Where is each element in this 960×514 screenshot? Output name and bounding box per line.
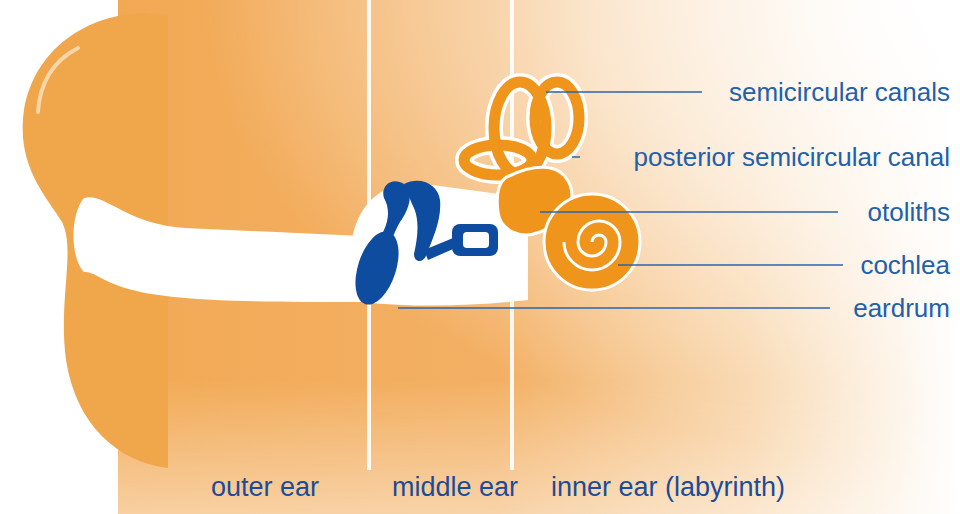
semicircular-canals bbox=[464, 82, 579, 175]
region-name: middle ear bbox=[392, 471, 518, 503]
cochlea-spiral bbox=[564, 221, 620, 270]
stapes-window bbox=[463, 232, 489, 248]
part-name: posterior semicircular canal bbox=[634, 141, 950, 173]
leader-line bbox=[546, 91, 702, 93]
part-name: otoliths bbox=[868, 196, 950, 228]
stapes bbox=[452, 224, 498, 256]
head-fade-bottom bbox=[118, 380, 960, 514]
cochlea-shape bbox=[544, 194, 640, 290]
ear-canal bbox=[74, 197, 363, 302]
leader-line bbox=[540, 211, 838, 213]
leader-line bbox=[572, 156, 580, 158]
part-name: eardrum bbox=[853, 292, 950, 324]
region-name: outer ear bbox=[211, 471, 319, 503]
region-name: inner ear (labyrinth) bbox=[551, 471, 785, 503]
part-name: cochlea bbox=[860, 249, 950, 281]
leader-lines bbox=[398, 92, 843, 308]
ossicles bbox=[347, 181, 498, 310]
pinna-highlight bbox=[38, 48, 78, 112]
leader-line bbox=[398, 307, 830, 309]
leader-line bbox=[618, 264, 843, 266]
malleus bbox=[372, 181, 410, 262]
eardrum-shape bbox=[347, 226, 407, 310]
part-name: semicircular canals bbox=[729, 76, 950, 108]
